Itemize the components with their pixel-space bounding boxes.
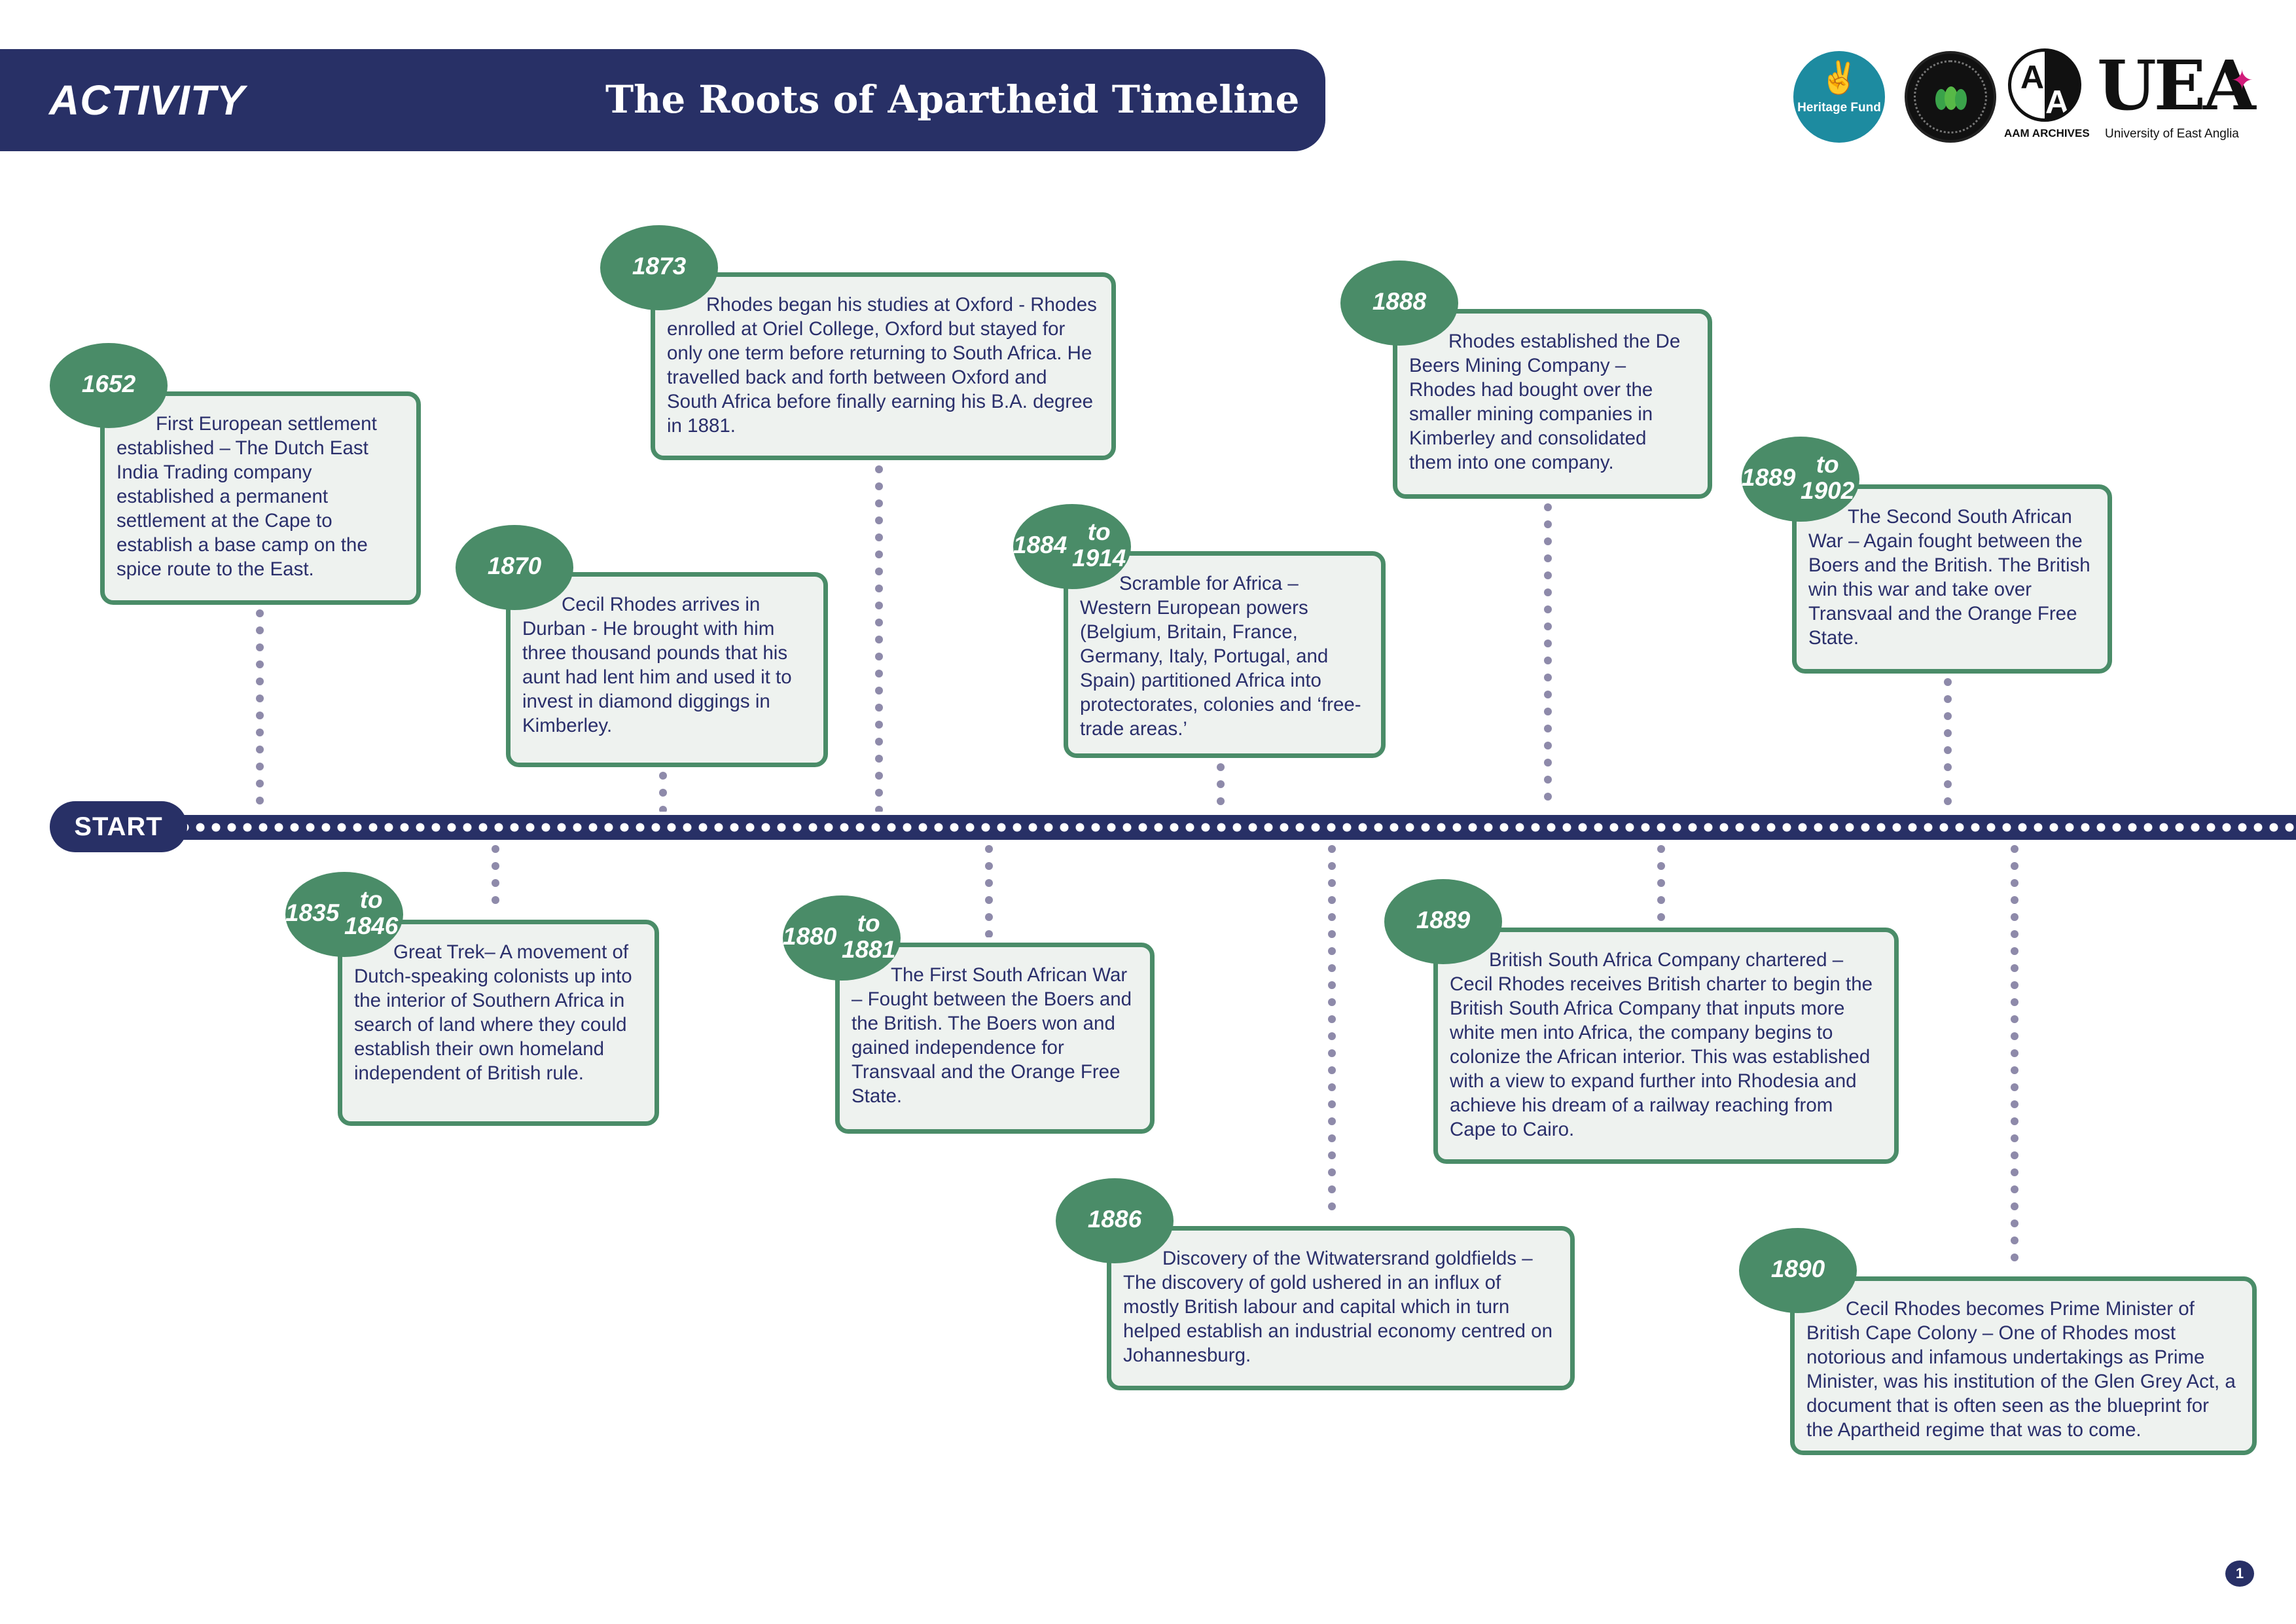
dotted-connector [1944,678,1952,805]
heritage-fund-logo: ✌ Heritage Fund [1793,51,1885,143]
dotted-connector [2011,845,2018,1261]
event-card-1870: Cecil Rhodes arrives in Durban - He brou… [506,572,828,767]
event-text: Rhodes established the De Beers Mining C… [1409,331,1681,473]
date-badge-1652: 1652 [50,343,168,428]
event-card-1889: British South Africa Company chartered –… [1433,928,1899,1164]
crossed-fingers-icon: ✌ [1820,61,1859,96]
uea-wordmark: UEA [2097,45,2256,126]
star-icon: ✦ [2231,65,2254,96]
date-badge-1890: 1890 [1739,1228,1857,1313]
event-text: Scramble for Africa – Western European p… [1080,573,1361,740]
date-end: to 1902 [1801,451,1855,504]
event-card-1652: First European settlement established – … [100,391,421,605]
date-start: 1835 [285,899,340,926]
event-card-1884: Scramble for Africa – Western European p… [1064,551,1386,758]
date-start: 1889 [1742,464,1796,491]
date-badge-1888: 1888 [1340,261,1458,346]
date-badge-1886: 1886 [1056,1178,1174,1263]
event-text: First European settlement established – … [117,413,377,580]
uea-logo: UEA ✦ University of East Anglia [2094,50,2284,148]
date-badge-1870: 1870 [456,525,573,610]
date-badge-1873: 1873 [600,225,718,310]
date-start: 1880 [783,923,837,950]
dotted-connector [256,609,264,804]
page-number: 1 [2225,1561,2254,1587]
event-text: Cecil Rhodes becomes Prime Minister of B… [1806,1298,2236,1441]
date-start: 1884 [1013,532,1067,558]
dotted-ring-icon [1914,60,1987,134]
event-text: The Second South African War – Again fou… [1808,506,2090,649]
dotted-connector [875,465,883,812]
event-text: British South Africa Company chartered –… [1450,949,1873,1140]
event-card-1835: Great Trek– A movement of Dutch-speaking… [338,920,659,1126]
legacies-circle-logo [1905,51,1996,143]
event-text: Rhodes began his studies at Oxford - Rho… [667,294,1097,437]
event-card-1873: Rhodes began his studies at Oxford - Rho… [651,272,1116,460]
event-text: Great Trek– A movement of Dutch-speaking… [354,941,632,1084]
event-card-1880: The First South African War – Fought bet… [835,943,1155,1134]
timeline-bar [177,815,2296,840]
header-bar [0,49,1325,151]
dotted-connector [1657,845,1665,921]
dotted-connector [659,772,667,812]
event-text: The First South African War – Fought bet… [852,964,1132,1107]
date-end: to 1914 [1072,518,1126,571]
event-card-1889-1902: The Second South African War – Again fou… [1792,484,2112,674]
date-end: to 1881 [842,910,896,963]
dotted-connector [1328,845,1336,1210]
start-label: START [50,801,187,852]
timeline-dots [177,815,2296,840]
activity-label: ACTIVITY [49,77,245,124]
date-end: to 1846 [344,886,399,939]
uea-caption: University of East Anglia [2105,127,2239,141]
date-badge-1889: 1889 [1384,879,1502,964]
dotted-connector [492,845,499,904]
aam-archives-text: AAM ARCHIVES [2004,127,2090,139]
page-title: The Roots of Apartheid Timeline [605,77,1300,122]
dotted-connector [985,845,993,937]
dotted-connector [1544,503,1552,801]
green-figures-icon [1935,86,1967,110]
dotted-connector [1217,763,1225,805]
event-text: Cecil Rhodes arrives in Durban - He brou… [522,594,792,736]
event-card-1888: Rhodes established the De Beers Mining C… [1393,309,1712,499]
event-card-1890: Cecil Rhodes becomes Prime Minister of B… [1790,1276,2257,1455]
event-card-1886: Discovery of the Witwatersrand goldfield… [1107,1226,1575,1390]
heritage-fund-text: Heritage Fund [1797,101,1881,115]
event-text: Discovery of the Witwatersrand goldfield… [1123,1248,1552,1366]
